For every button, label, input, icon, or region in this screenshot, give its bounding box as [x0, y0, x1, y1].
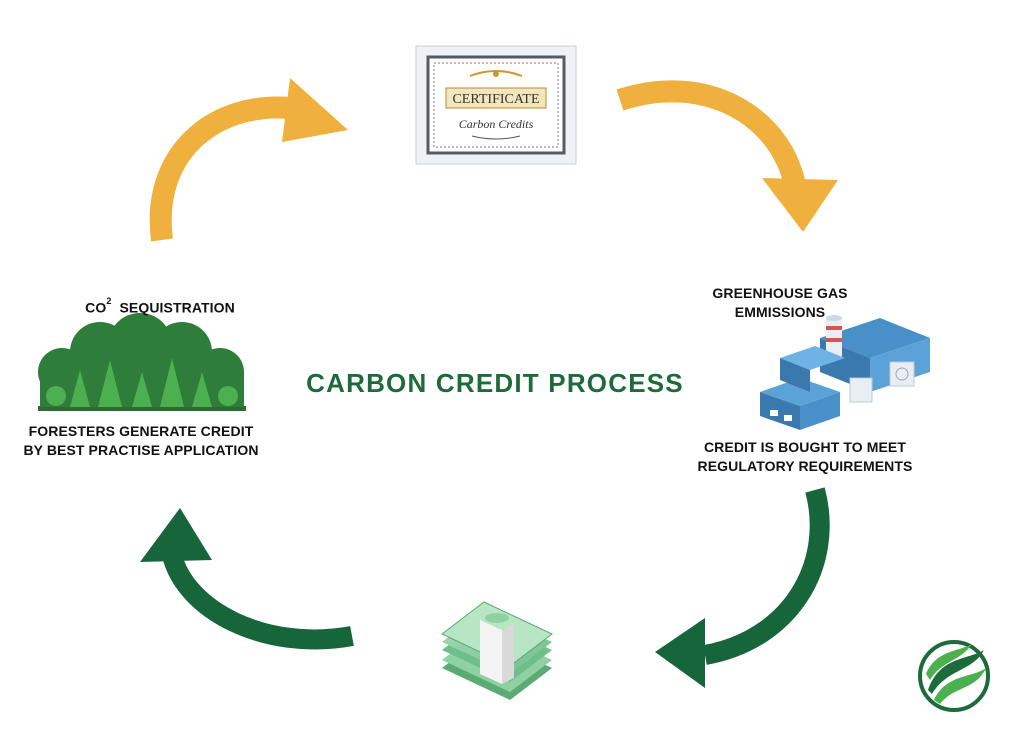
greenhouse-line-1: GREENHOUSE GAS: [712, 285, 848, 301]
foresters-line-1: FORESTERS GENERATE CREDIT: [28, 423, 254, 439]
page-title: CARBON CREDIT PROCESS: [306, 368, 684, 398]
co2-sequistration-label: CO2 SEQUISTRATION: [60, 295, 260, 318]
factory-icon: [760, 315, 930, 430]
foresters-label: FORESTERS GENERATE CREDIT BY BEST PRACTI…: [6, 422, 276, 460]
co2-suffix: SEQUISTRATION: [119, 299, 235, 316]
arrow-money-to-forest: [140, 508, 354, 650]
money-stack-icon: [441, 601, 553, 700]
greenhouse-label: GREENHOUSE GAS EMMISSIONS: [690, 284, 870, 322]
co2-prefix: CO: [85, 299, 107, 316]
certificate-icon: CERTIFICATE Carbon Credits: [415, 45, 577, 165]
certificate-subtitle: Carbon Credits: [459, 117, 534, 131]
arrow-certificate-to-factory: [616, 80, 838, 232]
credit-bought-line-1: CREDIT IS BOUGHT TO MEET: [703, 439, 907, 455]
credit-bought-label: CREDIT IS BOUGHT TO MEET REGULATORY REQU…: [680, 438, 930, 476]
greenhouse-line-2: EMMISSIONS: [734, 304, 826, 320]
arrow-forest-to-certificate: [149, 78, 348, 242]
foresters-line-2: BY BEST PRACTISE APPLICATION: [23, 442, 259, 458]
co2-subscript: 2: [106, 296, 112, 306]
forest-icon: [38, 313, 246, 411]
certificate-heading: CERTIFICATE: [452, 92, 539, 107]
credit-bought-line-2: REGULATORY REQUIREMENTS: [697, 458, 913, 474]
brand-logo-icon: [918, 640, 990, 712]
arrow-factory-to-money: [655, 487, 830, 688]
